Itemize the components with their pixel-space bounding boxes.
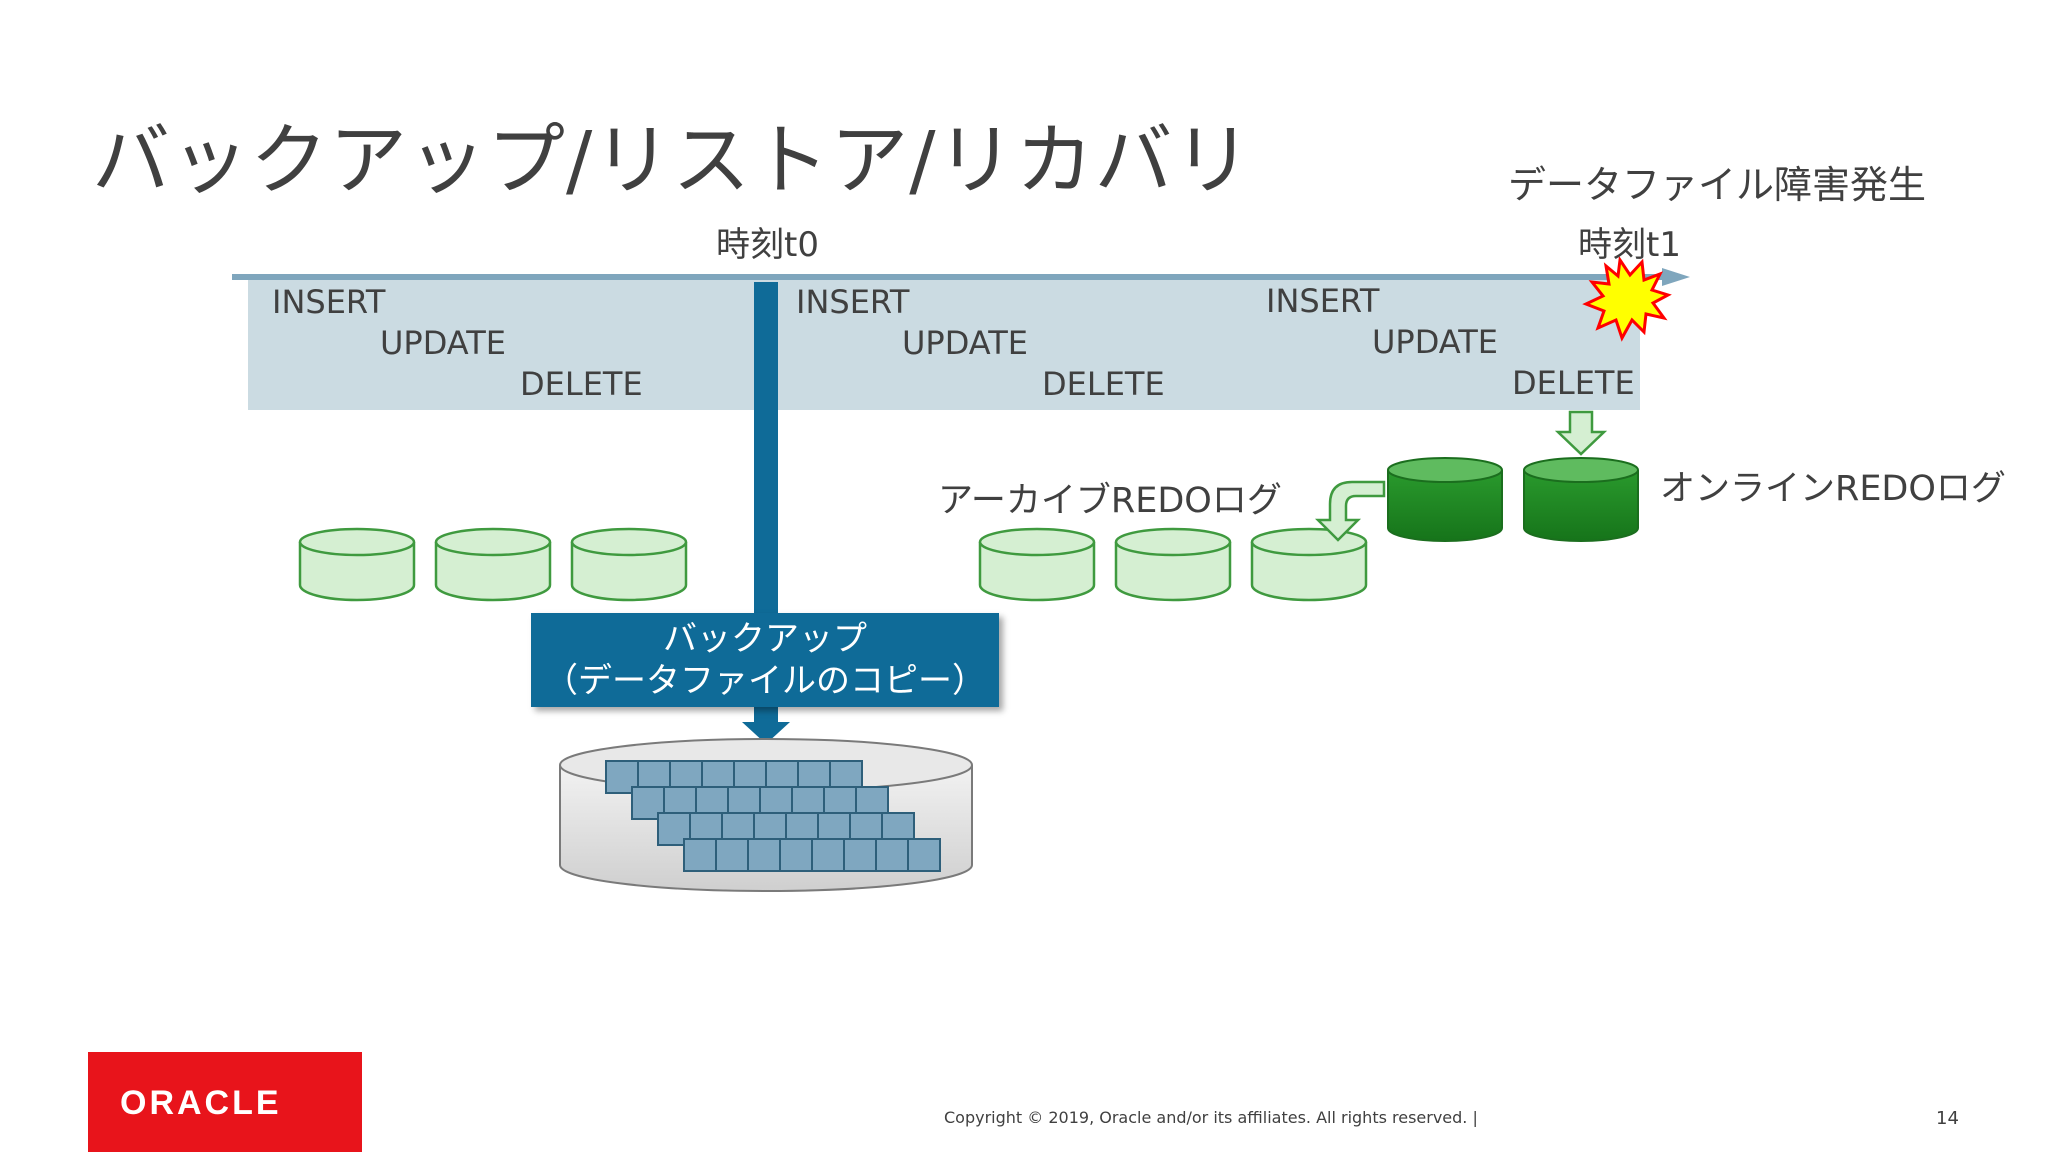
data-block <box>715 838 749 872</box>
data-block <box>683 838 717 872</box>
op-delete-3: DELETE <box>1512 364 1635 402</box>
archive-log-cylinder <box>434 527 552 602</box>
archive-redo-label: アーカイブREDOログ <box>938 481 1282 521</box>
archive-log-cylinder <box>978 527 1096 602</box>
backup-box-title: バックアップ <box>663 619 867 659</box>
op-update-2: UPDATE <box>902 324 1028 362</box>
backup-disk-icon <box>559 738 973 892</box>
op-insert-3: INSERT <box>1266 282 1380 320</box>
data-block <box>747 838 781 872</box>
online-redo-cylinders <box>1387 457 1639 542</box>
slide-title: バックアップ/リストア/リカバリ <box>92 116 1253 206</box>
redo-write-arrow <box>1554 410 1608 456</box>
op-delete-2: DELETE <box>1042 365 1165 403</box>
op-update-1: UPDATE <box>380 324 506 362</box>
archive-log-cylinder <box>570 527 688 602</box>
time-t1-label: 時刻t1 <box>1578 225 1681 265</box>
page-number: 14 <box>1936 1108 1959 1129</box>
archive-log-cylinder <box>1114 527 1232 602</box>
archive-cylinders-left <box>298 527 688 602</box>
archive-cylinders-right <box>978 527 1368 602</box>
transaction-band <box>248 278 1640 410</box>
oracle-wordmark-icon: ORACLE <box>120 1084 282 1120</box>
timeline-arrow <box>232 268 1690 286</box>
data-block <box>843 838 877 872</box>
svg-text:ORACLE: ORACLE <box>120 1084 282 1120</box>
op-update-3: UPDATE <box>1372 323 1498 361</box>
time-t0-label: 時刻t0 <box>716 225 819 265</box>
archive-log-cylinder <box>1250 527 1368 602</box>
backup-box-subtitle: （データファイルのコピー） <box>544 661 986 701</box>
data-block <box>811 838 845 872</box>
data-block <box>907 838 941 872</box>
data-blocks <box>605 760 941 872</box>
online-log-cylinder <box>1523 457 1639 542</box>
data-block <box>875 838 909 872</box>
backup-box: バックアップ （データファイルのコピー） <box>531 613 999 707</box>
archive-copy-arrow <box>1314 480 1386 542</box>
op-delete-1: DELETE <box>520 365 643 403</box>
oracle-logo: ORACLE <box>88 1052 362 1152</box>
op-insert-2: INSERT <box>796 283 910 321</box>
copyright-text: Copyright © 2019, Oracle and/or its affi… <box>944 1108 1478 1127</box>
archive-log-cylinder <box>298 527 416 602</box>
failure-label: データファイル障害発生 <box>1508 163 1927 207</box>
op-insert-1: INSERT <box>272 283 386 321</box>
data-block <box>779 838 813 872</box>
online-redo-label: オンラインREDOログ <box>1660 469 2006 509</box>
failure-burst-icon <box>1582 255 1672 342</box>
online-log-cylinder <box>1387 457 1503 542</box>
